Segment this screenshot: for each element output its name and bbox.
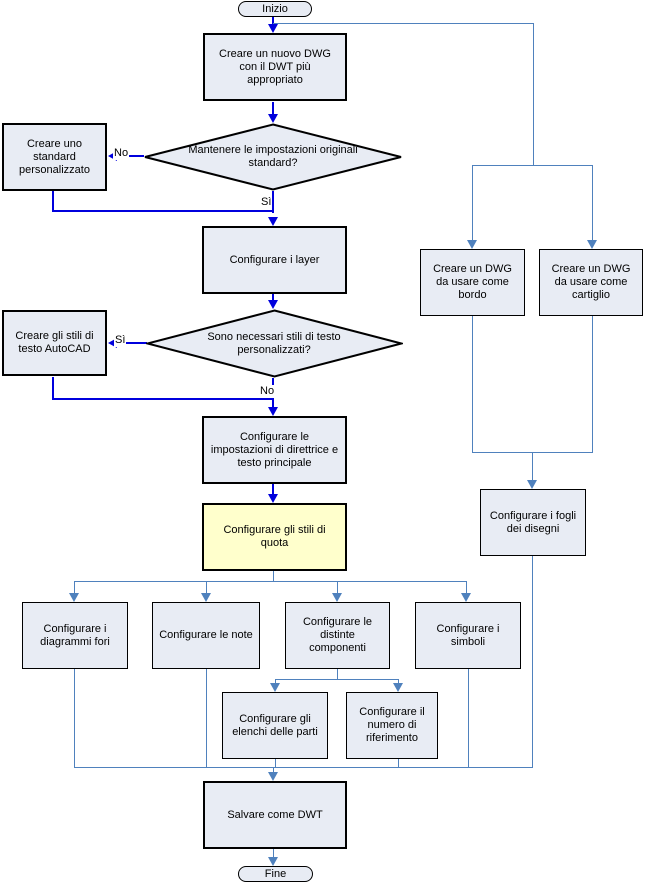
node-ref-number: Configurare il numero di riferimento <box>346 692 438 759</box>
connector-line <box>592 165 593 241</box>
arrow-down-icon <box>268 857 278 866</box>
node-save-dwt: Salvare come DWT <box>203 781 347 849</box>
connector-line <box>115 155 144 157</box>
connector-line <box>466 581 467 596</box>
connector-line <box>52 398 274 400</box>
connector-line <box>273 571 274 582</box>
connector-line <box>74 767 533 768</box>
node-titleblock-dwg: Creare un DWG da usare come cartiglio <box>539 249 643 316</box>
connector-line <box>52 191 54 211</box>
connector-line <box>472 165 593 166</box>
node-custom-standard: Creare uno standard personalizzato <box>2 123 107 191</box>
connector-line <box>468 669 469 768</box>
arrow-down-icon <box>268 217 278 226</box>
node-sheets: Configurare i fogli dei disegni <box>480 489 586 556</box>
node-create-dwg: Creare un nuovo DWG con il DWT più appro… <box>203 33 347 101</box>
node-keep-standard: Mantenere le impostazioni originali stan… <box>188 144 358 169</box>
decision-keep-standard-shape <box>144 123 402 191</box>
edge-label-no-1: No <box>113 147 130 160</box>
connector-line <box>273 849 274 860</box>
connector-line <box>74 581 75 596</box>
edge-label-si-2: Sì <box>114 334 127 347</box>
arrow-down-icon <box>268 114 278 123</box>
arrow-down-icon <box>201 593 211 602</box>
connector-line <box>273 767 274 776</box>
node-need-text-styles: Sono necessari stili di testo personaliz… <box>207 330 341 356</box>
connector-line <box>206 581 207 596</box>
arrow-left-icon <box>108 338 117 348</box>
node-end: Fine <box>238 866 313 882</box>
node-notes: Configurare le note <box>152 602 260 669</box>
arrow-down-icon <box>467 240 477 249</box>
connector-line <box>337 669 338 680</box>
connector-line <box>532 452 533 483</box>
connector-line <box>275 759 276 768</box>
arrow-down-icon <box>268 407 278 416</box>
connector-line <box>275 679 399 680</box>
arrow-down-icon <box>587 240 597 249</box>
arrow-down-icon <box>393 683 403 692</box>
connector-line <box>272 484 274 497</box>
arrow-down-icon <box>461 593 471 602</box>
arrow-down-icon <box>527 480 537 489</box>
node-parts-lists: Configurare gli elenchi delle parti <box>222 692 328 759</box>
decision-text-styles-shape <box>146 309 403 378</box>
connector-line <box>272 16 274 27</box>
connector-line <box>532 556 533 768</box>
node-bom: Configurare le distinte componenti <box>285 602 390 669</box>
connector-line <box>115 342 147 344</box>
connector-line <box>52 210 274 212</box>
arrow-down-icon <box>270 683 280 692</box>
connector-line <box>74 581 467 582</box>
arrow-down-icon <box>268 300 278 309</box>
connector-line <box>337 581 338 596</box>
connector-line <box>272 102 274 116</box>
node-autocad-text-styles: Creare gli stili di testo AutoCAD <box>2 310 107 376</box>
node-border-dwg: Creare un DWG da usare come bordo <box>420 249 525 316</box>
node-leader-text: Configurare le impostazioni di direttric… <box>202 416 347 484</box>
connector-line <box>472 316 473 453</box>
edge-label-si-1: Sì <box>260 196 273 209</box>
connector-line <box>398 759 399 768</box>
connector-line <box>533 23 534 165</box>
connector-line <box>592 316 593 453</box>
arrow-left-icon <box>108 151 117 161</box>
arrow-down-icon <box>268 772 278 781</box>
connector-line <box>272 191 274 213</box>
node-symbols: Configurare i simboli <box>415 602 521 669</box>
connector-line <box>74 669 75 768</box>
arrow-down-icon <box>268 24 278 33</box>
node-dim-styles: Configurare gli stili di quota <box>202 503 347 571</box>
node-layers: Configurare i layer <box>202 226 347 294</box>
node-hole-charts: Configurare i diagrammi fori <box>22 602 128 669</box>
connector-line <box>472 165 473 241</box>
arrow-down-icon <box>268 494 278 503</box>
arrow-down-icon <box>69 593 79 602</box>
connector-line <box>206 669 207 768</box>
edge-label-no-2: No <box>259 385 276 398</box>
connector-line <box>272 294 274 304</box>
arrow-down-icon <box>332 593 342 602</box>
node-start: Inizio <box>238 1 312 17</box>
connector-line <box>52 377 54 400</box>
connector-line <box>273 23 533 24</box>
